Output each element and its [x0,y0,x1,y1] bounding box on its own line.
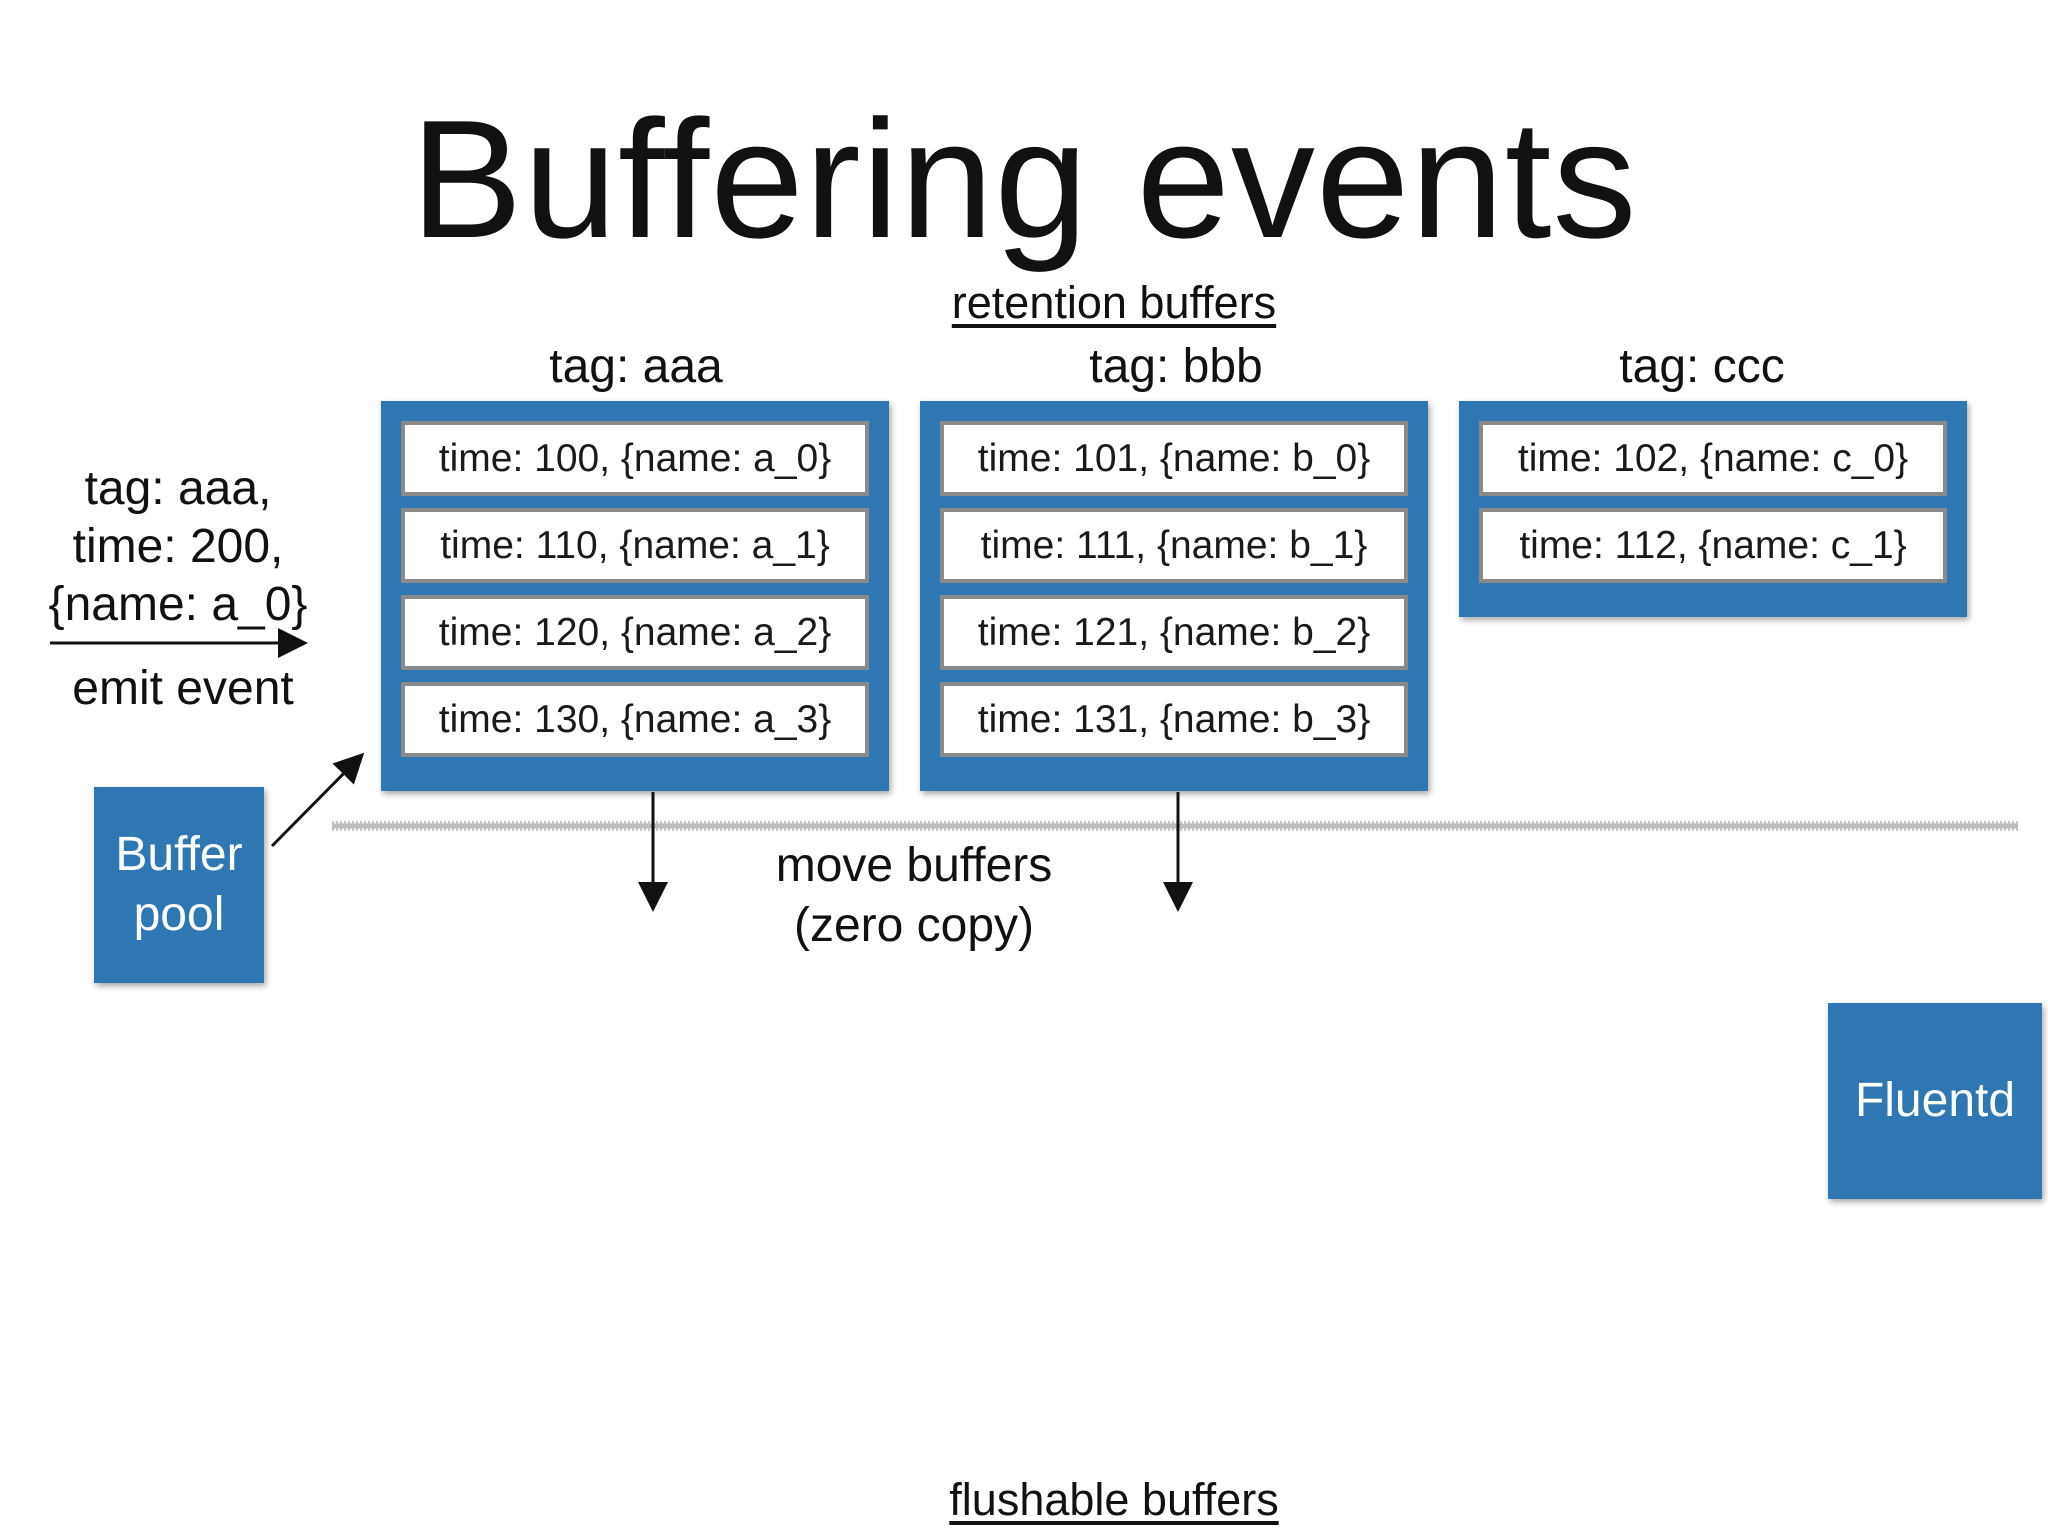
buffer-bbb: time: 101, {name: b_0} time: 111, {name:… [920,401,1428,791]
chunk-b-0: time: 101, {name: b_0} [940,421,1408,496]
incoming-event-tag: tag: aaa, [84,462,272,515]
retention-buffers-label: retention buffers [951,277,1277,328]
move-buffers-label: move buffers (zero copy) [704,836,1124,956]
fluentd-box: Fluentd [1828,1003,2042,1199]
fluentd-label: Fluentd [1854,1074,2016,1127]
move-buffers-line1: move buffers [775,839,1053,892]
chunk-a-2: time: 120, {name: a_2} [401,595,869,670]
buffer-pool-label-line2: pool [133,888,225,941]
slide-title: Buffering events [410,85,1638,273]
tag-label-aaa: tag: aaa [549,340,723,393]
incoming-event-record: {name: a_0} [48,578,308,631]
buffer-pool-label-line1: Buffer [115,828,243,881]
incoming-event-time: time: 200, [72,520,284,573]
chunk-b-3: time: 131, {name: b_3} [940,682,1408,757]
chunk-a-1: time: 110, {name: a_1} [401,508,869,583]
chunk-b-1: time: 111, {name: b_1} [940,508,1408,583]
buffer-aaa: time: 100, {name: a_0} time: 110, {name:… [381,401,889,791]
flushable-buffers-label: flushable buffers [949,1474,1279,1525]
buffer-pool-box: Buffer pool [94,787,264,983]
tag-label-bbb: tag: bbb [1089,340,1263,393]
tag-label-ccc: tag: ccc [1619,340,1785,393]
emit-event-label: emit event [72,662,294,715]
chunk-c-1: time: 112, {name: c_1} [1479,508,1947,583]
incoming-event: tag: aaa, time: 200, {name: a_0} [28,460,328,634]
chunk-a-3: time: 130, {name: a_3} [401,682,869,757]
chunk-a-0: time: 100, {name: a_0} [401,421,869,496]
chunk-c-0: time: 102, {name: c_0} [1479,421,1947,496]
buffer-ccc: time: 102, {name: c_0} time: 112, {name:… [1459,401,1967,617]
chunk-b-2: time: 121, {name: b_2} [940,595,1408,670]
buffer-pool-arrow [270,752,365,848]
move-buffers-line2: (zero copy) [793,899,1035,952]
